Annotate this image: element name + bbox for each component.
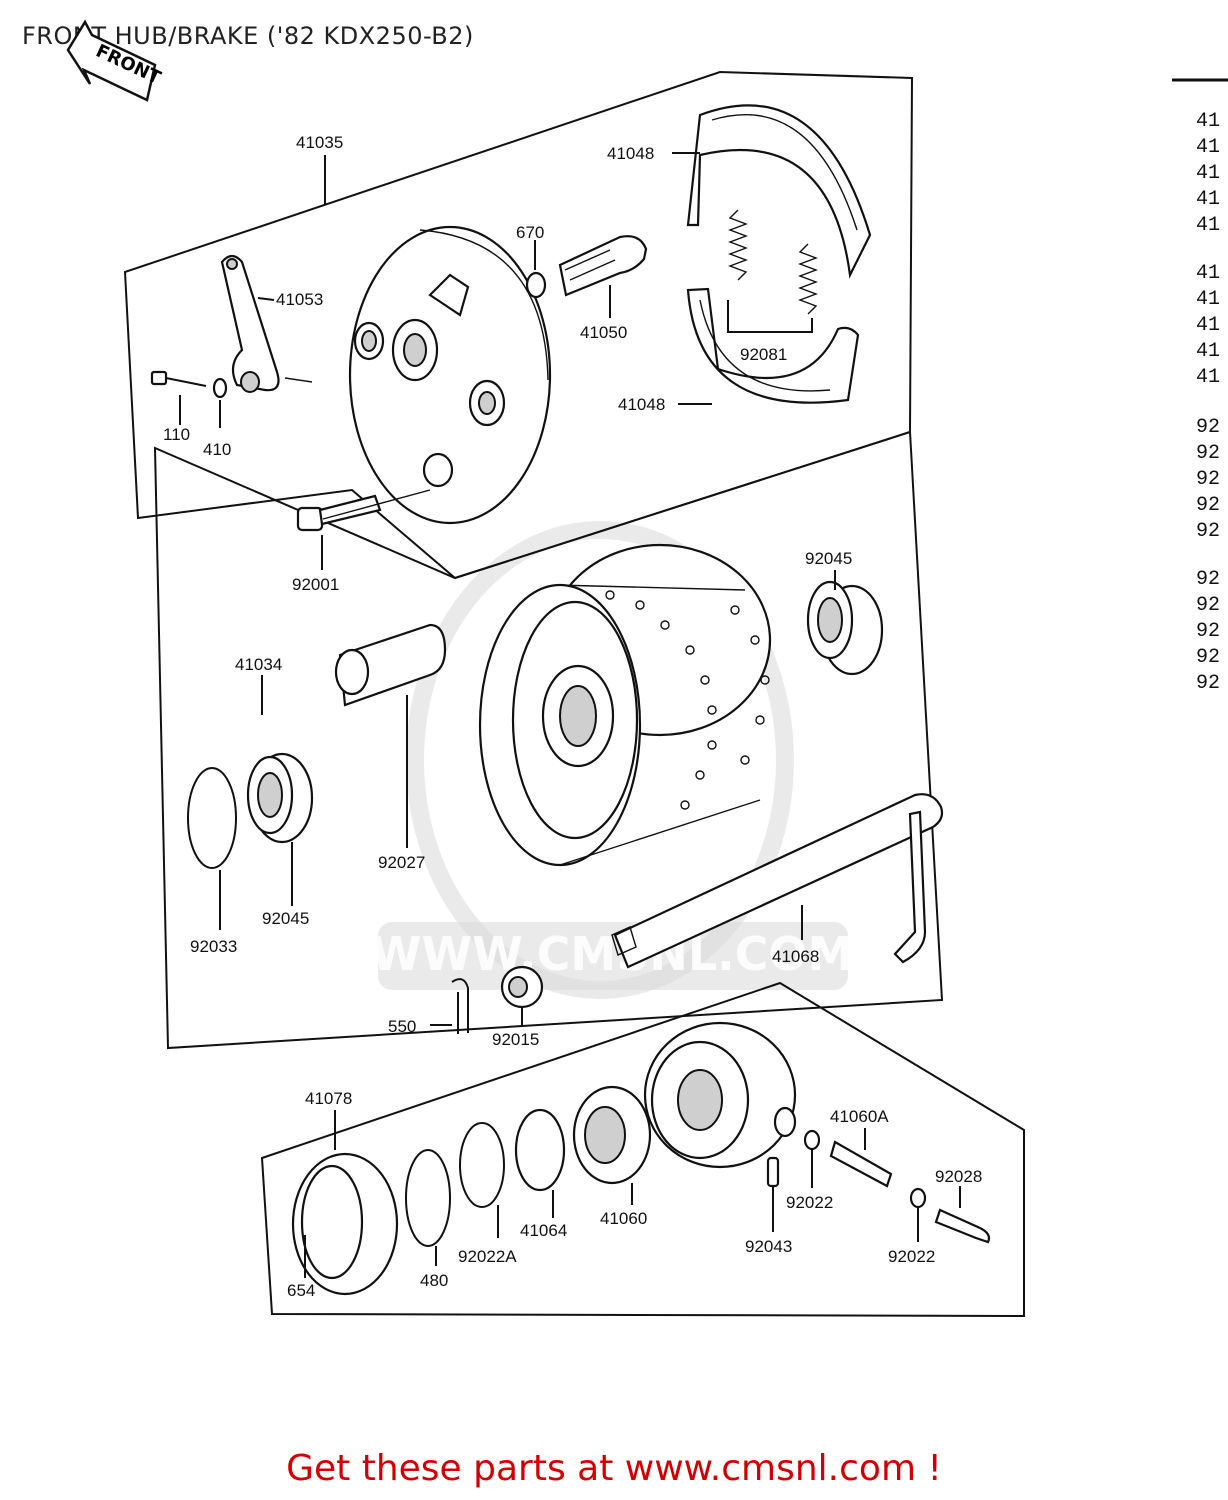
- side-list-item: 92: [1196, 646, 1220, 669]
- part-label-92015: 92015: [492, 1030, 539, 1049]
- part-labels: 41035 41048 670 41053 41050 92081 110 41…: [163, 133, 982, 1300]
- part-label-41060A: 41060A: [830, 1107, 889, 1126]
- side-list-item: 92: [1196, 568, 1220, 591]
- part-label-670: 670: [516, 223, 544, 242]
- washer-92022A: [459, 1122, 505, 1208]
- part-label-41068: 41068: [772, 947, 819, 966]
- side-list-item: 41: [1196, 262, 1220, 285]
- axle-41068: [611, 793, 944, 969]
- gear-41060: [572, 1085, 652, 1185]
- part-label-41060: 41060: [600, 1209, 647, 1228]
- spacer-92027: [334, 623, 447, 707]
- side-list-item: 41: [1196, 162, 1220, 185]
- part-label-654: 654: [287, 1281, 315, 1300]
- part-label-41034: 41034: [235, 655, 282, 674]
- side-list-item: 41: [1196, 214, 1220, 237]
- side-list-item: 92: [1196, 594, 1220, 617]
- brake-shoe-upper: [686, 104, 872, 279]
- plate-41064: [514, 1108, 566, 1192]
- bearing-92045-right: [806, 580, 884, 676]
- side-list-item: 92: [1196, 520, 1220, 543]
- spoke-holes: [605, 590, 770, 810]
- part-label-92043: 92043: [745, 1237, 792, 1256]
- side-list-item: 92: [1196, 442, 1220, 465]
- part-label-92081: 92081: [740, 345, 787, 364]
- part-label-41064: 41064: [520, 1221, 567, 1240]
- hub-41034: [478, 543, 772, 867]
- part-label-92001: 92001: [292, 575, 339, 594]
- side-list-item: 41: [1196, 340, 1220, 363]
- washer-92022-lower: [909, 1187, 927, 1209]
- part-label-92022-lower: 92022: [888, 1247, 935, 1266]
- side-parts-list: 41 41 41 41 41 41 41 41 41 41 92 92 92 9…: [1172, 78, 1228, 695]
- side-list-item: 41: [1196, 188, 1220, 211]
- part-label-41035: 41035: [296, 133, 343, 152]
- brake-cam-41050: [558, 235, 648, 297]
- part-label-92045-left: 92045: [262, 909, 309, 928]
- pinion-41060A: [829, 1140, 893, 1188]
- circlip-92033: [187, 767, 237, 869]
- group-frame-41034: [153, 430, 944, 1050]
- part-label-92045-right: 92045: [805, 549, 852, 568]
- seal-654: [291, 1152, 399, 1296]
- side-list-item: 41: [1196, 366, 1220, 389]
- circlip-480: [405, 1149, 451, 1247]
- side-list-item: 41: [1196, 288, 1220, 311]
- speedometer-housing: [643, 1021, 797, 1169]
- side-list-item: 41: [1196, 136, 1220, 159]
- pin-92043: [766, 1156, 780, 1188]
- side-list-item: 92: [1196, 620, 1220, 643]
- washer-410: [212, 377, 228, 399]
- cta-link[interactable]: Get these parts at www.cmsnl.com !: [286, 1448, 942, 1489]
- part-label-92033: 92033: [190, 937, 237, 956]
- part-label-41053: 41053: [276, 290, 323, 309]
- part-label-480: 480: [420, 1271, 448, 1290]
- side-list-item: 92: [1196, 494, 1220, 517]
- brake-shoe-lower: [686, 287, 860, 404]
- side-list-item: 92: [1196, 468, 1220, 491]
- side-list-item: 41: [1196, 314, 1220, 337]
- ring-670: [525, 271, 547, 299]
- part-label-92022-upper: 92022: [786, 1193, 833, 1212]
- part-label-41048-upper: 41048: [607, 144, 654, 163]
- side-list-item: 92: [1196, 672, 1220, 695]
- pin-92001: [296, 489, 431, 532]
- part-label-110: 110: [163, 425, 190, 444]
- bushing-92028: [934, 1208, 991, 1244]
- group-frame-41078: [260, 981, 1025, 1318]
- part-label-92022A: 92022A: [458, 1247, 517, 1266]
- part-label-92028: 92028: [935, 1167, 982, 1186]
- front-arrow: FRONT: [66, 19, 164, 102]
- part-label-41050: 41050: [580, 323, 627, 342]
- washer-92022-upper: [803, 1129, 821, 1151]
- part-label-41078: 41078: [305, 1089, 352, 1108]
- part-label-550: 550: [388, 1017, 416, 1036]
- cotter-pin-550: [451, 978, 469, 1034]
- brake-panel: [348, 225, 552, 525]
- part-label-410: 410: [203, 440, 231, 459]
- leader-lines: [179, 152, 961, 1278]
- part-label-41048-lower: 41048: [618, 395, 665, 414]
- side-list-item: 92: [1196, 416, 1220, 439]
- bolt-110: [150, 370, 207, 387]
- side-list-item: 41: [1196, 110, 1220, 133]
- bearing-92045-left: [246, 752, 314, 844]
- brake-cam-lever: [220, 254, 313, 393]
- springs-92081: [727, 209, 818, 333]
- watermark: WWW.CMSNL.COM: [371, 521, 853, 999]
- part-label-92027: 92027: [378, 853, 425, 872]
- nut-92015: [500, 965, 544, 1009]
